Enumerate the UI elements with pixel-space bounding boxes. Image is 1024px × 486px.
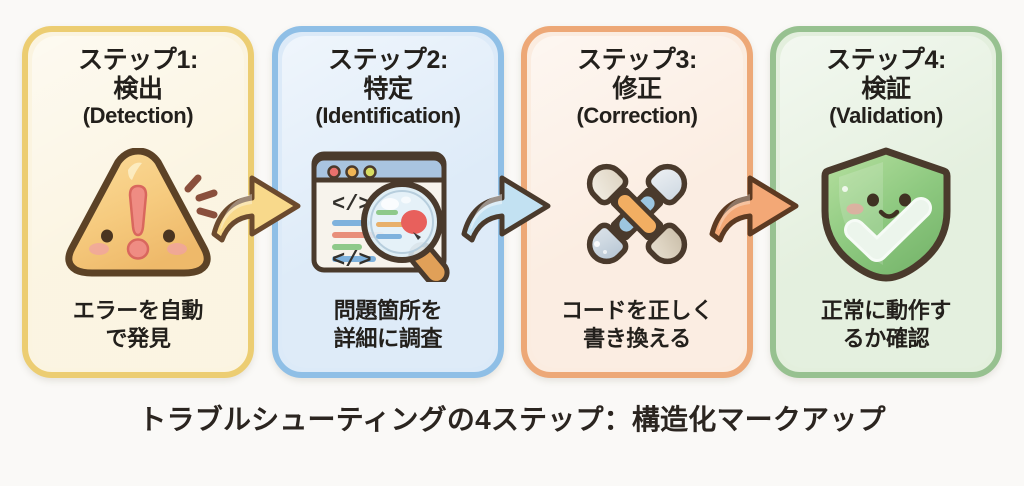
step-caption-line1: コードを正しく [561, 298, 713, 323]
shield-check-icon [786, 130, 986, 297]
step-title: ステップ4: 検証 (Validation) [826, 46, 946, 128]
step-caption: コードを正しく 書き換える [561, 297, 713, 360]
footer-caption: トラブルシューティングの4ステップ：構造化マークアップ [138, 404, 886, 435]
crossed-wrenches-icon [537, 130, 737, 297]
step-card-detection[interactable]: ステップ1: 検出 (Detection) [22, 26, 254, 378]
step-title: ステップ1: 検出 (Detection) [78, 46, 198, 128]
step-caption-line1: 正常に動作す [820, 298, 952, 323]
step-title-line2: 修正 [612, 74, 662, 103]
step-title-line2: 検出 [113, 74, 163, 103]
step-title-line3: (Detection) [82, 103, 194, 128]
step-title: ステップ3: 修正 (Correction) [576, 46, 697, 128]
step-title-line1: ステップ1: [78, 46, 198, 74]
step-title-line3: (Identification) [315, 103, 461, 128]
step-caption-line1: 問題箇所を [333, 298, 443, 323]
steps-row: ステップ1: 検出 (Detection) [0, 26, 1024, 378]
code-window-magnifier-icon: </> </> [288, 130, 488, 297]
step-title-line2: 特定 [363, 74, 413, 103]
step-caption-line2: 詳細に調査 [333, 325, 443, 351]
step-caption: 問題箇所を 詳細に調査 [334, 297, 443, 360]
step-title-line2: 検証 [861, 74, 911, 103]
step-title-line3: (Validation) [829, 103, 943, 128]
step-title-line1: ステップ2: [328, 46, 448, 74]
step-title: ステップ2: 特定 (Identification) [315, 46, 461, 128]
step-caption: エラーを自動 で発見 [72, 297, 204, 360]
step-caption: 正常に動作す るか確認 [820, 297, 952, 360]
step-caption-line2: るか確認 [842, 325, 930, 351]
step-caption-line2: で発見 [105, 325, 171, 351]
step-card-correction[interactable]: ステップ3: 修正 (Correction) [521, 26, 753, 378]
step-card-identification[interactable]: ステップ2: 特定 (Identification) </> [272, 26, 504, 378]
step-caption-line2: 書き換える [583, 325, 691, 351]
step-card-validation[interactable]: ステップ4: 検証 (Validation) [770, 26, 1002, 378]
code-tag-bottom: </> [332, 248, 372, 273]
warning-triangle-icon [38, 130, 238, 297]
step-caption-line1: エラーを自動 [72, 298, 204, 323]
step-title-line1: ステップ3: [577, 46, 697, 74]
step-title-line3: (Correction) [576, 103, 698, 128]
step-title-line1: ステップ4: [826, 46, 946, 74]
